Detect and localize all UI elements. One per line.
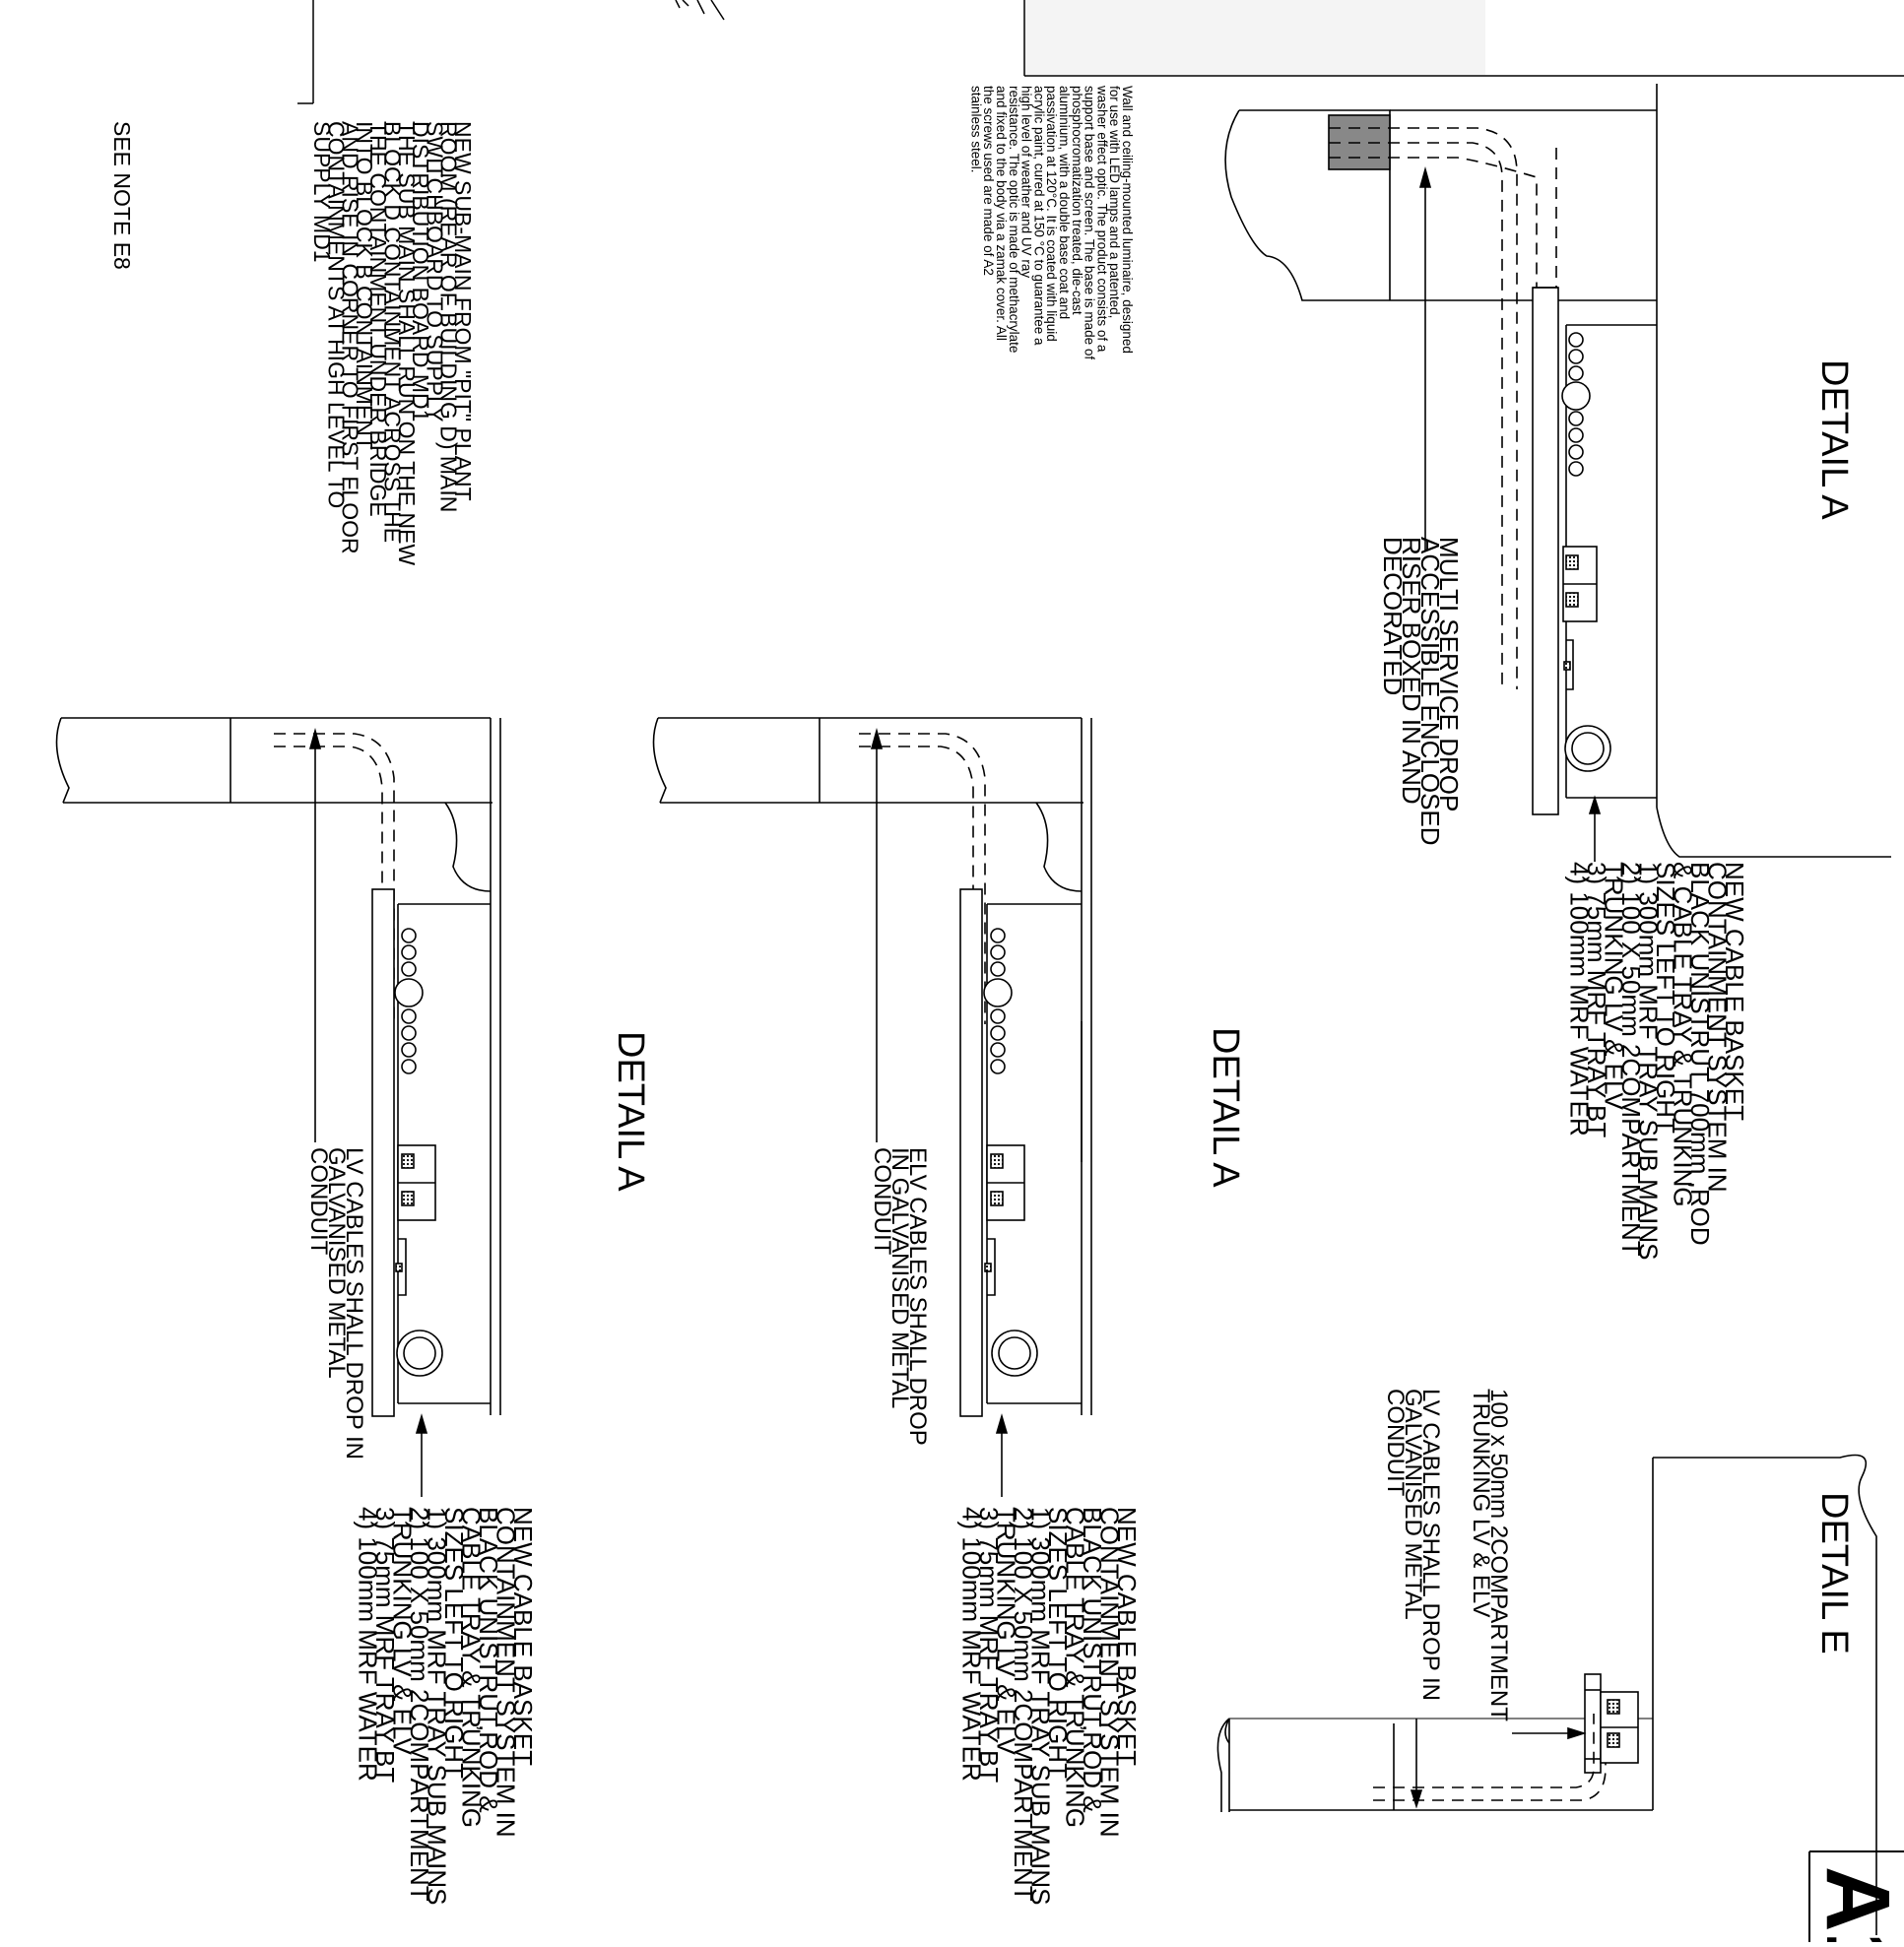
note-line: Wall and ceiling-mounted luminaire, desi… xyxy=(1120,86,1135,354)
note-line: 4) 100mm MRF WATER xyxy=(1565,862,1595,1136)
note-line: 2) 100 X 50mm 2COMPARTMENT xyxy=(405,1507,434,1902)
detail-a-center xyxy=(652,717,1092,1497)
note-line: 100 x 50mm 2COMPARTMENT xyxy=(1485,1389,1512,1721)
note-line: TRUNKING LV & ELV xyxy=(1468,1389,1494,1618)
detail-a-center-title: DETAIL A xyxy=(1205,1027,1246,1188)
top-panel xyxy=(1023,0,1904,77)
note-line: 4) 100mm MRF WATER xyxy=(354,1507,383,1782)
note-line: NEW CABLE BASKET xyxy=(1720,862,1749,1121)
note-line: 3) 75mm MRF TRAY BT xyxy=(974,1507,1004,1783)
note-line: DECORATED xyxy=(1378,537,1408,695)
note-line: ELV CABLES SHALL DROP xyxy=(904,1147,931,1446)
note-line: CONTAINMENT SYSTEM IN xyxy=(492,1507,521,1838)
note-line: acrylic paint, cured at 150 °C to guaran… xyxy=(1031,86,1046,346)
detail-a-top xyxy=(1224,84,1891,862)
note-line: CONTAINMENTS AT HIGH LEVEL TO xyxy=(323,121,349,508)
note-line: CONTAINMENT SYSTEM IN xyxy=(1703,862,1733,1193)
note-line: LV CABLES SHALL DROP IN xyxy=(1417,1389,1444,1701)
note-line: stainless steel. xyxy=(968,86,983,173)
note-line: for use with LED lamps and a patented, xyxy=(1107,86,1122,318)
detail-e-title: DETAIL E xyxy=(1813,1492,1855,1655)
note-line: RISER BOXED IN AND xyxy=(1397,537,1426,805)
note-line: ROOM (REAR OF BUILDING D) MAIN xyxy=(436,121,462,512)
sheet-label: A1 xyxy=(1807,1866,1904,1942)
note-line: SUPPLY MD1 xyxy=(309,121,335,263)
note-line: NEW SUB-MAIN FROM "PIT" PLANT xyxy=(450,121,476,501)
luminaire-spec-note: Wall and ceiling-mounted luminaire, desi… xyxy=(968,85,1135,359)
top-left-fragment xyxy=(297,0,725,104)
note-line: 2) 100 X 50mm 2COMPARTMENT xyxy=(1009,1507,1038,1902)
sketch-fragment xyxy=(675,0,725,21)
note-line: NEW CABLE BASKET xyxy=(508,1507,538,1766)
note-line: SIZES LEFT TO RIGHT xyxy=(439,1507,469,1779)
detail-a-middle xyxy=(55,717,501,1497)
note-line: BLACK UNISTRUT 700mm ,ROD xyxy=(1685,862,1715,1246)
note-line: TRUNKING LV & ELV xyxy=(1600,862,1629,1111)
note-line: LV CABLES SHALL DROP IN xyxy=(341,1147,367,1460)
note-line: 1) 300mm MRF TRAY SUB MAINS xyxy=(1026,1507,1056,1906)
note-line: CABLE TRAY & TRUNKING xyxy=(1061,1507,1090,1828)
detail-a-top-title: DETAIL A xyxy=(1813,359,1855,520)
note-line: TRUNKING LV & ELV xyxy=(388,1507,418,1756)
note-line: CONDUIT xyxy=(305,1147,332,1256)
sheet-label-box: A1 xyxy=(1807,1850,1904,1947)
note-line: SWITCHBOARD TO SUPPLY xyxy=(422,121,447,422)
see-note-e8: SEE NOTE E8 xyxy=(109,121,135,270)
note-line: CABLE TRAY & TRUNKING xyxy=(457,1507,487,1828)
note-line: & CABLE TRAY & TRUNKING xyxy=(1669,862,1698,1207)
note-line: CONDUIT xyxy=(1382,1389,1409,1497)
note-line: passivation at 120°C. It is coated with … xyxy=(1044,86,1059,342)
note-line: and fixed to the body via a zamak cover.… xyxy=(994,86,1009,341)
note-line: INTO BLOCK B CONTAINMENT xyxy=(352,121,377,450)
note-line: DISTRIBUTION BOARD MD1 xyxy=(408,121,433,422)
note-line: 3) 75mm MRF TRAY BT xyxy=(1582,862,1611,1137)
note-line: high level of weather and UV ray xyxy=(1019,86,1034,278)
note-line: aluminium, with a double base coat and xyxy=(1057,86,1072,319)
note-line: ACCESSIBLE ENCLOSED xyxy=(1415,537,1445,846)
note-line: CONDUIT xyxy=(869,1147,895,1256)
note-line: BLACK UNISTRUT,ROD & xyxy=(474,1507,503,1813)
note-line: 3) 75mm MRF TRAY BT xyxy=(370,1507,400,1783)
note-line: support base and screen. The base is mad… xyxy=(1083,86,1097,359)
note-line: GALVANISED METAL xyxy=(323,1147,350,1379)
note-line: AND RISE IN CORNER TO FIRST FLOOR xyxy=(338,121,363,554)
note-line: THE SUB MAIN SHALL RUN ON THE NEW xyxy=(394,121,420,565)
note-line: 4) 100mm MRF WATER xyxy=(957,1507,987,1782)
note-line: 1) 300mm MRF TRAY SUB MAINS xyxy=(1634,862,1664,1261)
note-line: the screws used are made of A2 xyxy=(981,86,996,276)
detail-e xyxy=(1216,1454,1877,1935)
note-line: washer effect optic. The product consist… xyxy=(1094,85,1109,353)
note-line: SIZES LEFT TO RIGHT xyxy=(1651,862,1680,1134)
detail-a-middle-title: DETAIL A xyxy=(610,1031,651,1192)
note-line: THE CONTAINMENT UNDER BRIDGE xyxy=(365,121,391,517)
note-line: CONTAINMENT SYSTEM IN xyxy=(1095,1507,1125,1838)
note-line: NEW CABLE BASKET xyxy=(1112,1507,1142,1766)
note-line: resistance. The optic is made of methacr… xyxy=(1007,86,1021,353)
note-line: BLOCK D CONTAINMENT ACROSS THE xyxy=(380,121,406,543)
tray-cables xyxy=(1561,332,1591,477)
note-line: GALVANISED METAL xyxy=(1400,1389,1426,1620)
note-line: BLACK UNISTRUT,ROD & xyxy=(1078,1507,1107,1813)
note-line: MULTI SERVICE DROP xyxy=(1434,537,1464,811)
note-line: 2) 100 X 50mm 2COMPARTMENT xyxy=(1616,862,1646,1257)
note-line: 1) 300mm MRF TRAY SUB MAINS xyxy=(423,1507,452,1906)
note-line: TRUNKING LV & ELV xyxy=(992,1507,1021,1756)
note-line: SIZES LEFT TO RIGHT xyxy=(1043,1507,1073,1779)
note-line: phosphocromatization treated, die-cast xyxy=(1070,86,1084,315)
note-line: IN GALVANISED METAL xyxy=(886,1147,913,1408)
